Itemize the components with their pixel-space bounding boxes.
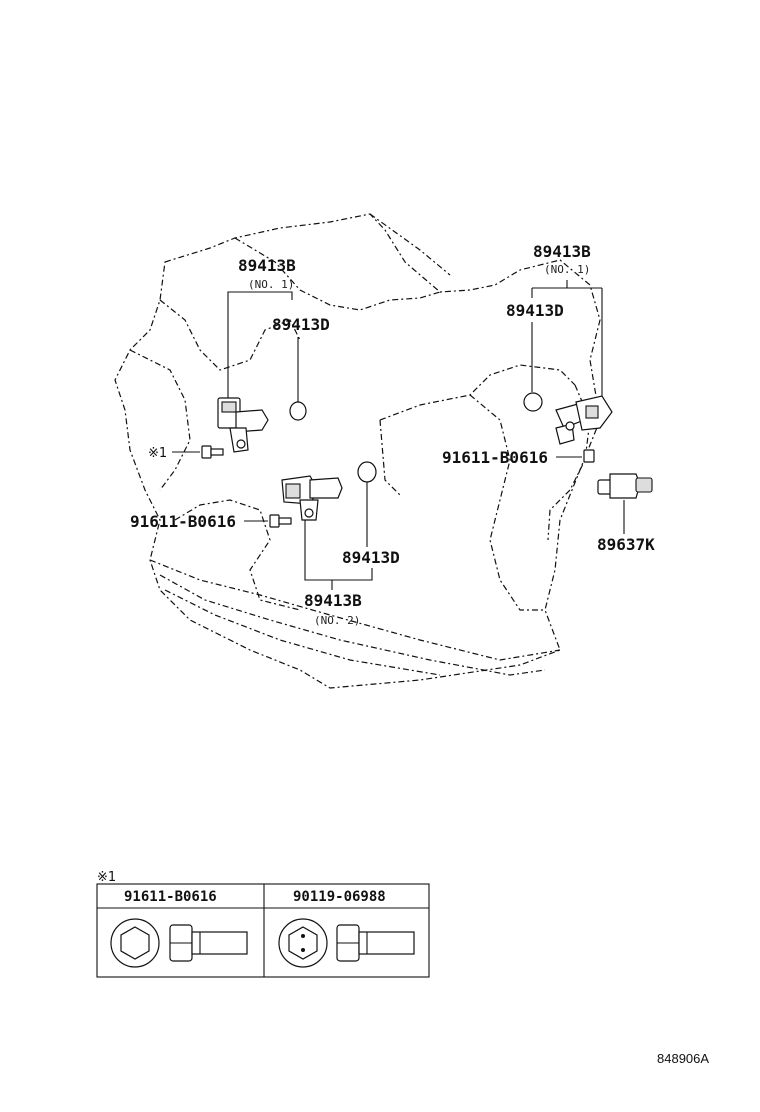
legend-col1-part: 91611-B0616 xyxy=(124,889,217,905)
o-ring-left xyxy=(289,401,307,421)
bolt-left xyxy=(201,445,224,459)
middle-sensor-group: 91611-B0616 89413D 89413B (NO. 2) xyxy=(130,461,400,627)
right-bolt-label: 91611-B0616 xyxy=(442,448,548,467)
left-sensor-no1-label: 89413B xyxy=(238,256,296,275)
right-sensor-group: 89413B (NO. 1) 89413D 91611-B0616 89637K xyxy=(442,242,655,554)
hex-head-bolt-icon xyxy=(110,918,248,968)
figure-code: 848906A xyxy=(657,1051,709,1066)
legend-mark: ※1 xyxy=(97,870,116,885)
left-sensor-group: 89413B (NO. 1) 89413D ※1 xyxy=(148,256,330,461)
mid-oring-label: 89413D xyxy=(342,548,400,567)
marked-head-bolt-icon xyxy=(278,918,415,968)
camshaft-sensor-no1-left xyxy=(217,397,269,453)
sensor-no2-sub-label: (NO. 2) xyxy=(314,614,360,627)
camshaft-sensor-no1-right xyxy=(555,395,613,445)
mid-bolt-label: 91611-B0616 xyxy=(130,512,236,531)
legend-frame xyxy=(96,883,430,978)
speed-sensor xyxy=(597,473,653,499)
sensor-no2-label: 89413B xyxy=(304,591,362,610)
o-ring-right xyxy=(523,392,543,412)
speed-sensor-label: 89637K xyxy=(597,535,655,554)
left-oring-label: 89413D xyxy=(272,315,330,334)
right-sensor-no1-label: 89413B xyxy=(533,242,591,261)
left-mark-label: ※1 xyxy=(148,446,167,461)
transmission-housing-outline xyxy=(114,213,601,689)
bolt-right xyxy=(583,449,595,463)
camshaft-sensor-no2 xyxy=(281,475,343,521)
o-ring-middle xyxy=(357,461,377,483)
right-sensor-no1-sub-label: (NO. 1) xyxy=(544,263,590,276)
left-sensor-no1-sub-label: (NO. 1) xyxy=(248,278,294,291)
bolt-middle xyxy=(269,514,292,528)
bolt-legend: ※1 91611-B0616 90119-06988 xyxy=(96,870,430,978)
legend-col2-part: 90119-06988 xyxy=(293,889,386,905)
right-oring-label: 89413D xyxy=(506,301,564,320)
